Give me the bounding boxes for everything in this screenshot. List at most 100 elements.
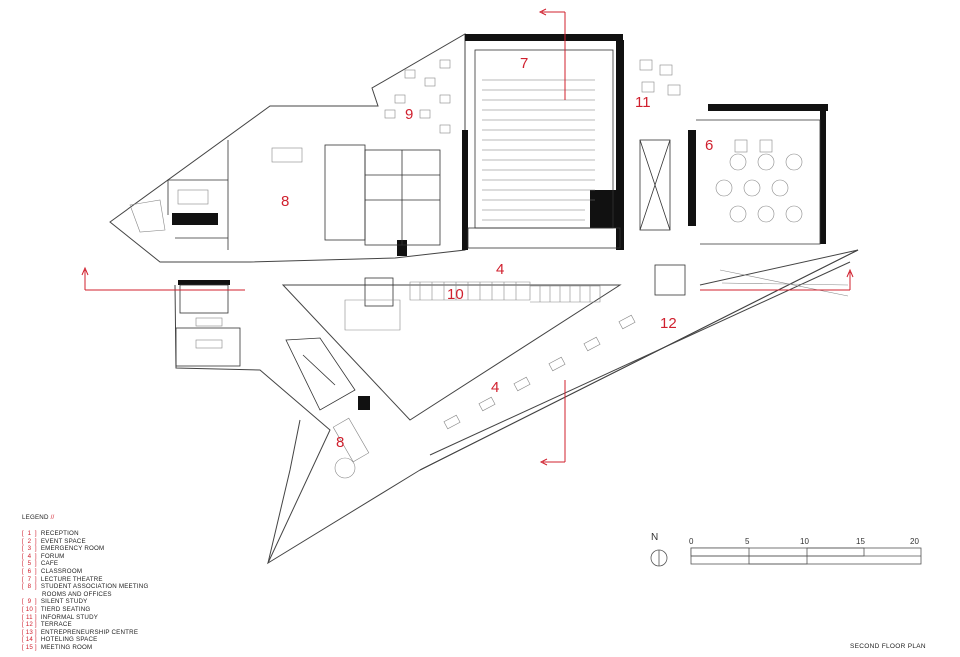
- legend-title-text: LEGEND: [22, 514, 49, 521]
- legend-item: [13]ENTREPRENEURSHIP CENTRE: [22, 629, 148, 637]
- legend-bracket: [: [22, 560, 24, 568]
- scale-bar: [690, 547, 922, 565]
- lecture-seating-rows: [482, 79, 595, 221]
- legend-bracket: ]: [34, 583, 37, 591]
- legend-item-label: CAFE: [40, 560, 59, 568]
- scale-tick-0: 0: [689, 537, 694, 546]
- legend-item-number: 3: [27, 545, 32, 553]
- legend-item: [14]HOTELING SPACE: [22, 636, 148, 644]
- room-number-4-south: 4: [491, 379, 499, 396]
- legend-item-label: MEETING ROOM: [40, 643, 93, 651]
- furniture: [177, 59, 803, 479]
- legend-bracket: [: [22, 530, 24, 537]
- legend-item-number: 12: [25, 621, 34, 629]
- legend-item-number: 5: [27, 560, 32, 568]
- legend-bracket: ]: [34, 628, 37, 636]
- legend-item-number: 11: [26, 613, 33, 621]
- legend: LEGEND // [1]RECEPTION[2]EVENT SPACE[3]E…: [22, 514, 148, 652]
- legend-item-number: 2: [27, 537, 32, 545]
- legend-bracket: [: [22, 567, 24, 575]
- legend-item: [1]RECEPTION: [22, 530, 148, 538]
- room-number-7: 7: [520, 55, 528, 72]
- legend-bracket: ]: [34, 530, 37, 537]
- legend-item-number: 8: [27, 583, 32, 591]
- legend-item: [9]SILENT STUDY: [22, 598, 148, 606]
- legend-item: [7]LECTURE THEATRE: [22, 576, 148, 584]
- legend-item: [15]MEETING ROOM: [22, 644, 148, 652]
- legend-item: [2]EVENT SPACE: [22, 538, 148, 546]
- legend-item: [12]TERRACE: [22, 621, 148, 629]
- room-number-8-north: 8: [281, 193, 289, 210]
- legend-item-label: TIERD SEATING: [40, 605, 91, 613]
- scale-tick-5: 5: [745, 537, 750, 546]
- legend-bracket: [: [22, 613, 24, 621]
- legend-title-slash: //: [50, 514, 55, 521]
- legend-item-label: SILENT STUDY: [40, 598, 88, 606]
- legend-item-label: EMERGENCY ROOM: [40, 545, 105, 553]
- legend-bracket: ]: [34, 598, 37, 606]
- legend-item-label: FORUM: [40, 552, 65, 560]
- legend-item-number: 10: [25, 605, 34, 613]
- legend-item-label: STUDENT ASSOCIATION MEETING: [40, 583, 149, 591]
- legend-bracket: ]: [34, 643, 37, 651]
- legend-bracket: ]: [34, 537, 37, 545]
- legend-item-number: 14: [25, 636, 34, 644]
- legend-item: [10]TIERD SEATING: [22, 606, 148, 614]
- legend-item-number: 7: [27, 575, 32, 583]
- scale-tick-20: 20: [910, 537, 919, 546]
- legend-item-label: INFORMAL STUDY: [40, 613, 99, 621]
- legend-bracket: [: [22, 552, 24, 560]
- legend-item-label: HOTELING SPACE: [40, 636, 98, 644]
- legend-item-number: 6: [27, 567, 32, 575]
- legend-item: [11]INFORMAL STUDY: [22, 614, 148, 622]
- legend-bracket: ]: [34, 621, 37, 629]
- legend-bracket: ]: [34, 552, 37, 560]
- legend-item: [8]STUDENT ASSOCIATION MEETING: [22, 583, 148, 591]
- plan-title: SECOND FLOOR PLAN: [850, 643, 926, 650]
- legend-bracket: [: [22, 537, 24, 545]
- legend-bracket: [: [22, 605, 24, 613]
- legend-item-label: ENTREPRENEURSHIP CENTRE: [40, 628, 139, 636]
- scale-tick-10: 10: [800, 537, 809, 546]
- legend-item-label: LECTURE THEATRE: [40, 575, 103, 583]
- legend-bracket: [: [22, 598, 24, 606]
- legend-bracket: [: [22, 636, 24, 644]
- legend-bracket: [: [22, 545, 24, 553]
- room-number-12: 12: [660, 315, 677, 332]
- legend-bracket: ]: [34, 545, 37, 553]
- legend-bracket: ]: [34, 636, 37, 644]
- legend-bracket: [: [22, 628, 24, 636]
- legend-item-number: 9: [27, 598, 32, 606]
- legend-bracket: ]: [34, 575, 37, 583]
- legend-item-label: EVENT SPACE: [40, 537, 86, 545]
- interior-partitions: [167, 49, 821, 411]
- legend-bracket: [: [22, 575, 24, 583]
- legend-item-number: 13: [25, 628, 34, 636]
- legend-bracket: ]: [34, 605, 37, 613]
- room-number-8-south: 8: [336, 434, 344, 451]
- legend-item-label: TERRACE: [40, 621, 72, 629]
- north-label: N: [651, 532, 659, 543]
- legend-bracket: ]: [34, 560, 37, 568]
- legend-item-label: RECEPTION: [40, 530, 79, 537]
- legend-bracket: [: [22, 643, 24, 651]
- room-number-4-forum: 4: [496, 261, 504, 278]
- legend-item-label: CLASSROOM: [40, 567, 83, 575]
- legend-item-number: 1: [27, 530, 32, 537]
- legend-bracket: ]: [34, 567, 37, 575]
- legend-item: [4]FORUM: [22, 553, 148, 561]
- heavy-walls: [172, 34, 828, 410]
- legend-bracket: [: [22, 583, 24, 591]
- legend-item: [3]EMERGENCY ROOM: [22, 545, 148, 553]
- stairs: [129, 199, 849, 331]
- legend-item-label-continued: ROOMS AND OFFICES: [42, 590, 112, 598]
- legend-item-number: 15: [25, 643, 34, 651]
- legend-item: [5]CAFE: [22, 560, 148, 568]
- room-number-6: 6: [705, 137, 713, 154]
- scale-tick-15: 15: [856, 537, 865, 546]
- legend-list: [1]RECEPTION[2]EVENT SPACE[3]EMERGENCY R…: [22, 530, 148, 652]
- legend-item-number: 4: [27, 552, 32, 560]
- building-outline: [109, 33, 859, 565]
- room-number-11: 11: [635, 94, 651, 111]
